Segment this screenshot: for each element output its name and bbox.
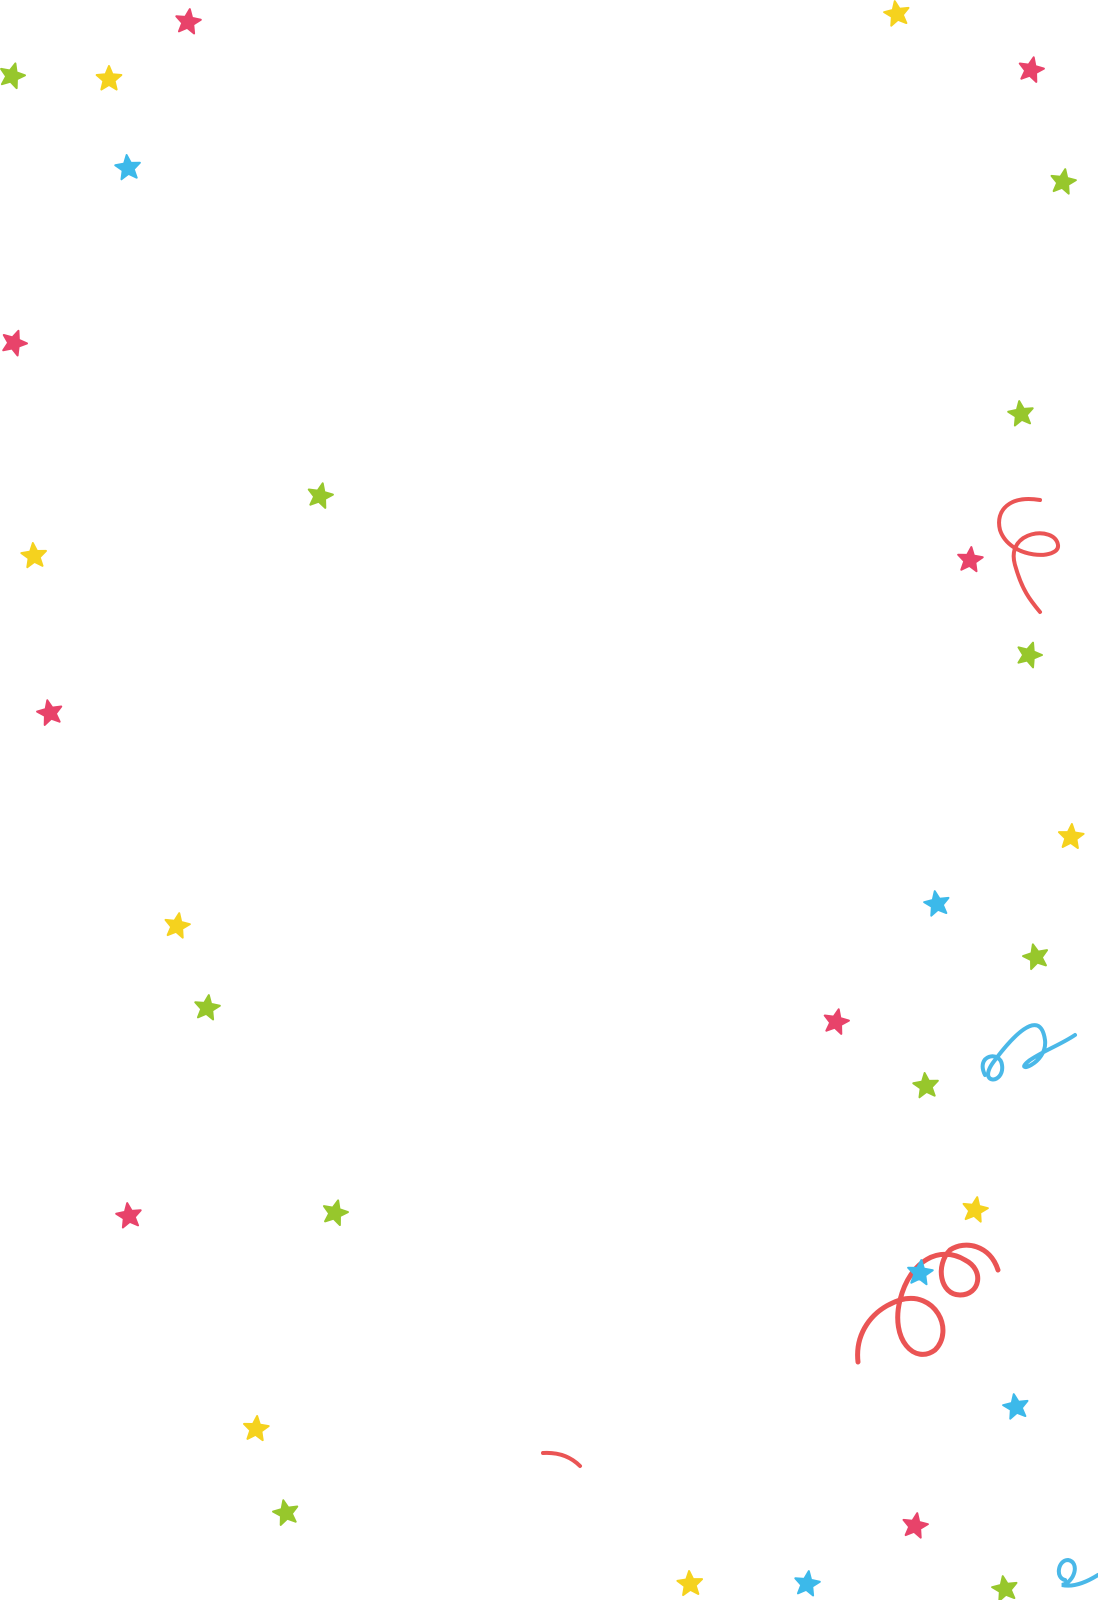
star-icon (902, 1512, 929, 1539)
star-icon (676, 1570, 704, 1597)
star-icon (1050, 168, 1077, 195)
star-icon (1002, 1393, 1029, 1420)
star-icon (194, 994, 221, 1021)
ribbon-red-bottom-right (855, 1242, 1001, 1365)
star-icon (114, 154, 141, 181)
star-icon (823, 1008, 850, 1035)
star-icon (1007, 400, 1034, 427)
star-icon (272, 1499, 299, 1526)
star-icon (307, 482, 334, 509)
ribbon-red-top-right (997, 497, 1060, 614)
star-icon (243, 1415, 270, 1442)
star-icon (1017, 641, 1043, 669)
star-icon (175, 8, 202, 35)
star-icon (95, 65, 123, 91)
star-icon (2, 329, 28, 357)
ribbon-blue-right (980, 1023, 1077, 1082)
star-icon (36, 699, 63, 726)
star-icon (957, 546, 984, 573)
star-icon (991, 1575, 1018, 1600)
star-icon (164, 912, 191, 939)
star-icon (20, 542, 47, 569)
star-icon (1057, 823, 1085, 850)
star-icon (912, 1072, 939, 1099)
star-icon (115, 1202, 142, 1229)
star-icon (883, 0, 910, 27)
star-icon (1018, 56, 1045, 83)
star-icon (907, 1259, 934, 1286)
star-icon (794, 1570, 821, 1597)
ribbon-blue-bottom-corner (1056, 1557, 1098, 1588)
star-icon (0, 62, 26, 90)
ribbon-red-fragment (541, 1450, 582, 1468)
star-icon (322, 1199, 349, 1227)
star-icon (962, 1196, 989, 1223)
star-icon (923, 890, 950, 917)
star-icon (1022, 943, 1049, 971)
